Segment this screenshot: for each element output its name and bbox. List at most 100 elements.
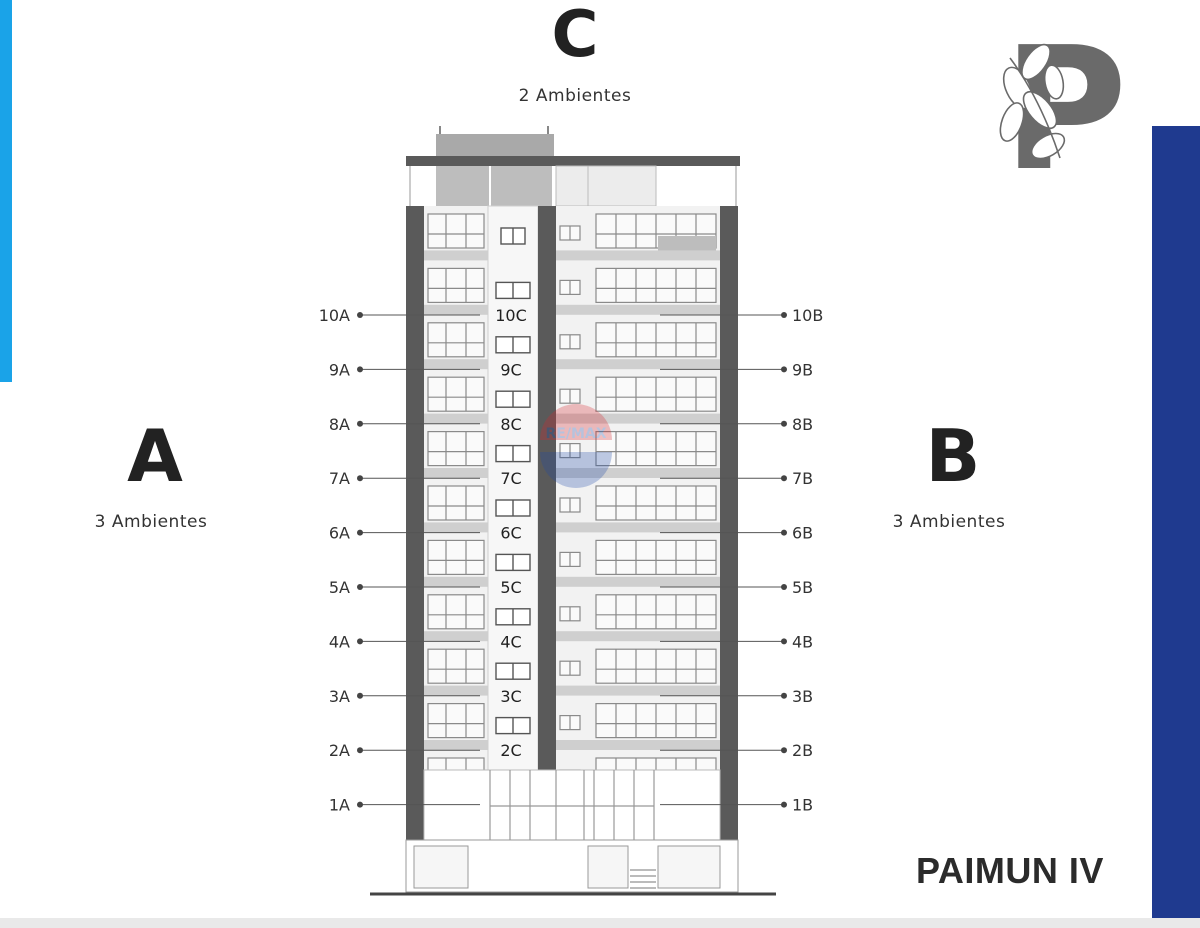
unit-label-left: 6A	[329, 524, 350, 543]
unit-label-center: 3C	[500, 687, 521, 706]
leaf-wreath-icon	[999, 43, 1066, 160]
leader-dot-right	[781, 312, 787, 318]
unit-b-subtitle: 3 Ambientes	[892, 512, 1006, 532]
balcony-slab	[556, 685, 720, 696]
unit-label-right: 8B	[792, 415, 813, 434]
brand-name: PAIMUN IV	[916, 850, 1104, 891]
window-left	[427, 594, 485, 630]
balcony-slab	[556, 522, 720, 533]
window-center	[495, 553, 531, 572]
unit-label-left: 5A	[329, 578, 350, 597]
balcony-slab	[556, 631, 720, 642]
window-left	[427, 376, 485, 412]
unit-label-center: 4C	[500, 632, 521, 651]
leader-dot-left	[357, 529, 363, 536]
window-right	[559, 322, 717, 358]
leader-dot-left	[357, 747, 363, 754]
leader-dot-right	[781, 529, 787, 536]
unit-label-center: 9C	[500, 360, 521, 379]
window-right	[559, 431, 717, 467]
left-accent-bar	[0, 0, 12, 382]
unit-label-center: 8C	[500, 415, 521, 434]
window-center	[495, 281, 531, 300]
center-wall	[538, 206, 556, 770]
window-right	[559, 539, 717, 576]
unit-label-center: 7C	[500, 469, 521, 488]
right-wall	[720, 206, 738, 840]
unit-label-right: 2B	[792, 741, 813, 760]
window-center	[495, 336, 531, 354]
unit-label-left: 4A	[329, 632, 350, 651]
leader-dot-right	[781, 584, 787, 590]
leader-dot-right	[781, 420, 787, 427]
balcony-slab	[424, 250, 488, 261]
unit-label-right: 5B	[792, 578, 813, 597]
leader-dot-left	[357, 584, 363, 590]
leader-dot-left	[357, 312, 363, 318]
window-left	[427, 648, 485, 684]
window-left	[427, 539, 485, 576]
unit-label-center: 2C	[500, 741, 521, 760]
leader-dot-right	[781, 801, 787, 808]
svg-text:RE/MAX: RE/MAX	[545, 426, 606, 442]
remax-watermark: RE/MAX	[540, 404, 612, 488]
bottom-strip	[0, 918, 1200, 928]
window-center	[495, 716, 531, 735]
balcony-slab	[424, 468, 488, 478]
unit-label-right: 1B	[792, 796, 813, 815]
unit-a-subtitle: 3 Ambientes	[94, 512, 208, 532]
window-right	[559, 648, 717, 684]
balcony-slab	[556, 576, 720, 587]
window-right	[559, 594, 717, 630]
leader-dot-left	[357, 801, 363, 808]
balcony-slab	[424, 631, 488, 642]
leader-dot-right	[781, 692, 787, 699]
balcony-slab	[556, 359, 720, 370]
roof-terrace-wall	[436, 166, 552, 206]
window-left	[427, 485, 485, 521]
balcony-slab	[424, 740, 488, 750]
balcony-slab	[424, 304, 488, 315]
window-left	[427, 267, 485, 303]
balcony-slab	[556, 468, 720, 478]
paimun-logo: P	[999, 18, 1127, 174]
window-center	[495, 444, 531, 463]
window-center	[495, 499, 531, 517]
window-right	[559, 376, 717, 412]
window-right	[559, 267, 717, 303]
unit-label-center: 6C	[500, 524, 521, 543]
right-accent-bar	[1152, 126, 1200, 920]
unit-c-subtitle: 2 Ambientes	[518, 86, 632, 106]
unit-label-right: 3B	[792, 687, 813, 706]
unit-label-center: 10C	[495, 306, 527, 325]
balcony-slab	[556, 304, 720, 315]
leader-dot-left	[357, 366, 363, 373]
balcony-slab	[424, 359, 488, 370]
unit-label-left: 3A	[329, 687, 350, 706]
leader-dot-left	[357, 638, 363, 645]
balcony-slab	[424, 522, 488, 533]
window-right	[559, 485, 717, 521]
leader-dot-right	[781, 475, 787, 482]
unit-label-left: 9A	[329, 360, 350, 379]
unit-c-heading: C	[551, 0, 599, 72]
window-center	[495, 662, 531, 680]
unit-label-center: 5C	[500, 578, 521, 597]
balcony-slab	[556, 740, 720, 750]
roof-machine-room	[436, 134, 554, 156]
leader-dot-left	[357, 692, 363, 699]
window-left	[427, 322, 485, 358]
leader-dot-right	[781, 366, 787, 373]
unit-label-left: 7A	[329, 469, 350, 488]
window-left	[427, 702, 485, 739]
window-center	[500, 227, 526, 245]
balcony-slab	[556, 250, 720, 261]
unit-label-left: 8A	[329, 415, 350, 434]
balcony-slab	[424, 576, 488, 587]
balcony-slab	[424, 413, 488, 424]
window-left	[427, 213, 485, 249]
leader-dot-right	[781, 747, 787, 754]
unit-a-heading: A	[127, 414, 183, 498]
unit-label-right: 4B	[792, 632, 813, 651]
window-center	[495, 390, 531, 408]
